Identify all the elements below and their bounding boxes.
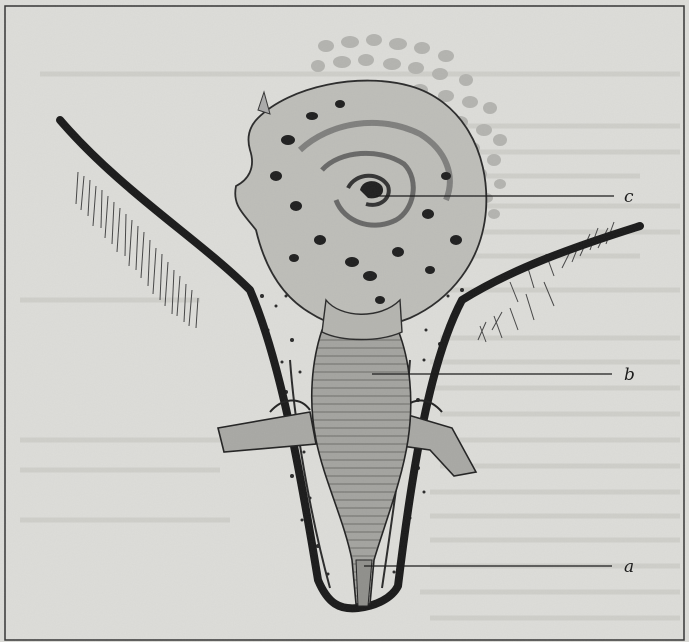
- label-b: b: [624, 365, 635, 385]
- label-c: c: [624, 187, 634, 207]
- label-a: a: [624, 557, 634, 577]
